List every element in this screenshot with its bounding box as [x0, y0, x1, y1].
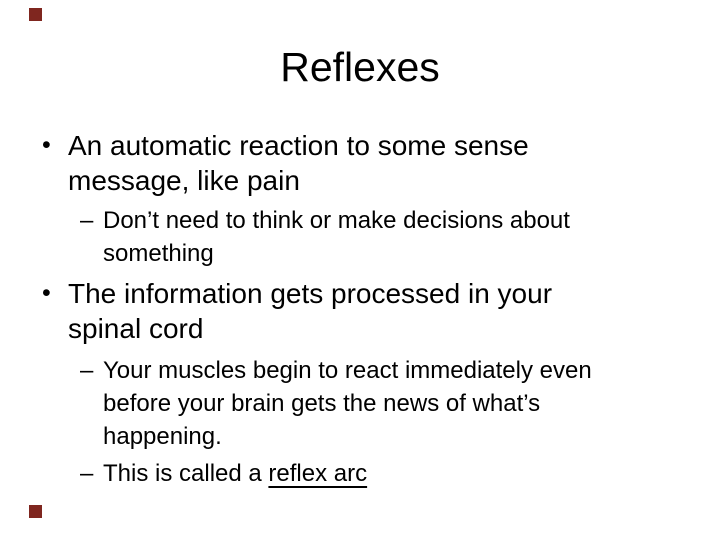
- bullet-item: • The information gets processed in your…: [42, 276, 690, 346]
- sub-bullet-item: – Your muscles begin to react immediatel…: [80, 354, 690, 453]
- slide-title: Reflexes: [280, 44, 440, 90]
- sub-bullet-text: This is called a reflex arc: [103, 457, 367, 490]
- bullet-marker: •: [42, 279, 51, 307]
- bullet-text: An automatic reaction to some sense mess…: [68, 130, 529, 196]
- slide-body: • An automatic reaction to some sense me…: [42, 128, 690, 490]
- bullet-marker: •: [42, 131, 51, 159]
- underlined-term: reflex arc: [268, 460, 368, 487]
- sub-bullet-text: Your muscles begin to react immediately …: [103, 357, 592, 450]
- dash-marker: –: [80, 460, 94, 487]
- bullet-text: The information gets processed in your s…: [68, 278, 553, 344]
- dash-marker: –: [80, 357, 94, 384]
- sub-bullet-item: – Don’t need to think or make decisions …: [80, 204, 690, 270]
- bottom-left-accent-square: [29, 505, 42, 518]
- bullet-item: • An automatic reaction to some sense me…: [42, 128, 690, 198]
- sub-bullet-text: Don’t need to think or make decisions ab…: [103, 207, 570, 267]
- sub-bullet-text-prefix: This is called a: [103, 460, 269, 487]
- sub-bullet-item: – This is called a reflex arc: [80, 457, 690, 490]
- top-left-accent-square: [29, 8, 42, 21]
- dash-marker: –: [80, 207, 94, 234]
